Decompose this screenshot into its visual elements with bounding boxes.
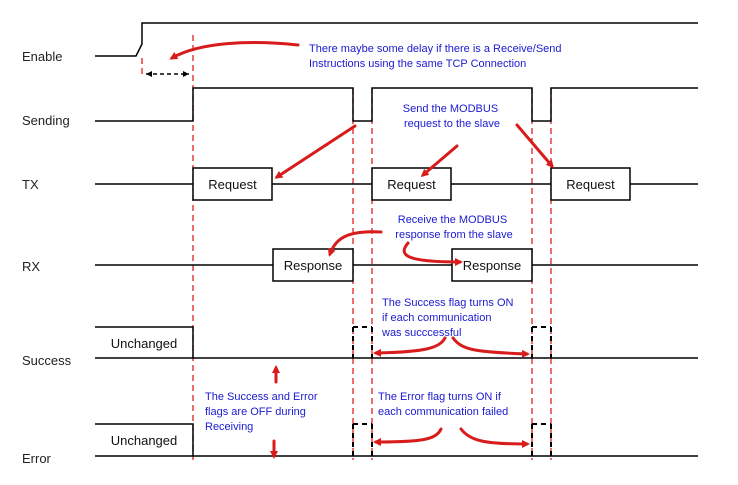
delay-arrow: [169, 41, 300, 60]
signal-label-rx: RX: [22, 259, 40, 274]
note-delay: There maybe some delay if there is a Rec…: [309, 43, 565, 70]
signal-label-tx: TX: [22, 177, 39, 192]
send-arrow-3: [515, 123, 554, 169]
success-arrow-left: [373, 336, 447, 357]
response-label-2: Response: [463, 258, 522, 273]
response-label-1: Response: [284, 258, 343, 273]
enable-waveform: [95, 22, 698, 57]
sending-waveform: [95, 87, 698, 122]
success-arrow-right: [451, 336, 530, 358]
send-arrow-1: [274, 124, 357, 179]
error-arrow-left: [373, 427, 443, 446]
annotation-arrows: [169, 41, 554, 459]
note-error-flag: The Error flag turns ON if each communic…: [378, 391, 508, 418]
success-waveform: [95, 326, 698, 359]
success-unchanged-label: Unchanged: [111, 336, 178, 351]
signal-label-success: Success: [22, 353, 72, 368]
receive-arrow-2: [402, 241, 463, 266]
signal-labels: Enable Sending TX RX Success Error: [22, 49, 72, 466]
request-box-3: [550, 167, 631, 201]
note-send-request: Send the MODBUS request to the slave: [403, 103, 501, 130]
response-box-1: [272, 248, 354, 282]
request-label-1: Request: [208, 177, 257, 192]
note-receive-response: Receive the MODBUS response from the sla…: [395, 214, 512, 241]
request-label-2: Request: [387, 177, 436, 192]
error-waveform: [95, 423, 698, 457]
note-success-flag: The Success flag turns ON if each commun…: [381, 297, 517, 339]
error-unchanged-label: Unchanged: [111, 433, 178, 448]
request-box-2: [371, 167, 452, 201]
signal-label-sending: Sending: [22, 113, 70, 128]
note-flags-off: The Success and Error flags are OFF duri…: [205, 391, 321, 433]
request-label-3: Request: [566, 177, 615, 192]
receive-arrow-1: [327, 230, 383, 257]
response-box-2: [451, 248, 533, 282]
signal-label-enable: Enable: [22, 49, 62, 64]
error-arrow-right: [459, 427, 530, 448]
request-box-1: [192, 167, 273, 201]
send-arrow-2: [420, 144, 459, 177]
signal-label-error: Error: [22, 451, 52, 466]
